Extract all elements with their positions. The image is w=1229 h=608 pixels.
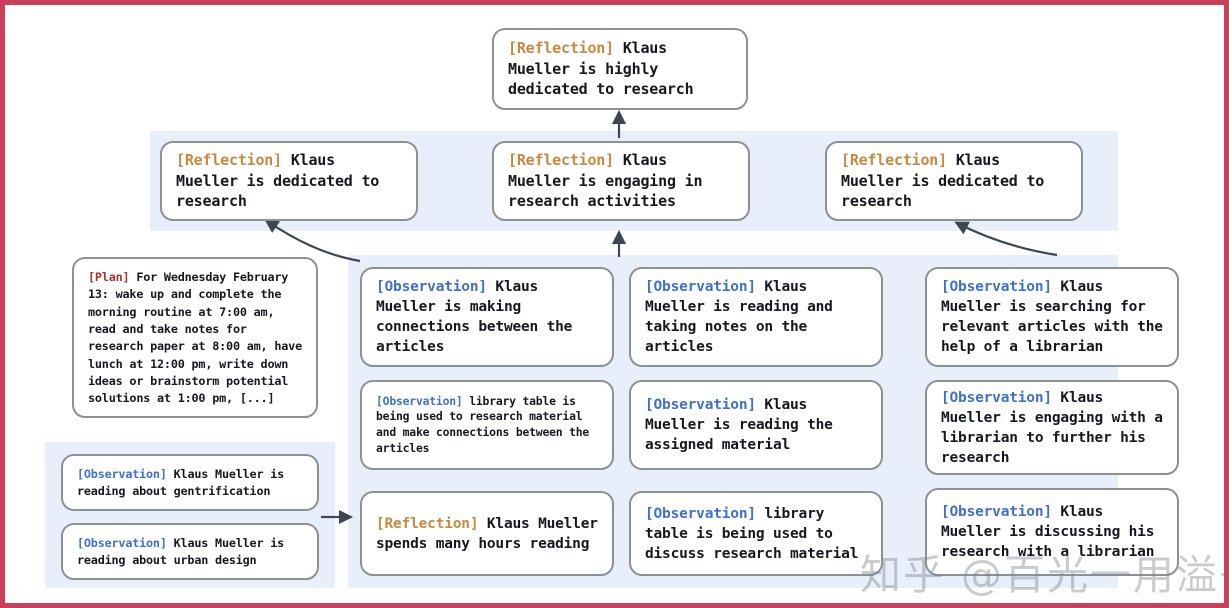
tag-observation: [Observation] [941,389,1052,406]
tag-plan: [Plan] [88,270,130,284]
node-body: For Wednesday February 13: wake up and c… [88,270,309,406]
node-body: Klaus Mueller is searching for relevant … [941,279,1172,355]
node-col-c-3[interactable]: [Observation] Klaus Mueller is discussin… [925,488,1179,576]
node-text: [Observation] Klaus Mueller is discussin… [941,502,1163,562]
node-body: Klaus Mueller is highly dedicated to res… [508,38,694,99]
tag-observation: [Observation] [941,279,1052,295]
watermark: 知乎 @百光一用溢书生 [860,551,1224,599]
node-body: Klaus Mueller is reading the assigned ma… [645,397,842,453]
tag-reflection: [Reflection] [508,150,614,169]
tag-reflection: [Reflection] [508,38,614,57]
tag-observation: [Observation] [376,393,463,408]
node-body: Klaus Mueller is making connections betw… [376,279,581,355]
node-text: [Observation] Klaus Mueller is reading t… [645,395,867,455]
node-body: Klaus Mueller is dedicated to research [176,150,388,211]
node-body: Klaus Mueller is reading and taking note… [645,279,842,355]
tag-observation: [Observation] [645,505,756,522]
node-text: [Reflection] Klaus Mueller is highly ded… [508,38,732,100]
node-body: Klaus Mueller is engaging with a librari… [941,389,1172,466]
tag-observation: [Observation] [77,536,167,551]
node-col-c-1[interactable]: [Observation] Klaus Mueller is searching… [925,267,1179,367]
node-left-observation-2[interactable]: [Observation] Klaus Mueller is reading a… [61,523,319,580]
tag-observation: [Observation] [941,504,1052,520]
node-body: Klaus Mueller is discussing his research… [941,504,1163,560]
node-text: [Observation] Klaus Mueller is engaging … [941,388,1163,468]
node-body: Klaus Mueller is reading about gentrific… [77,467,291,498]
node-text: [Reflection] Klaus Mueller is dedicated … [176,150,402,212]
node-body: Klaus Mueller is engaging in research ac… [508,150,712,211]
node-plan[interactable]: [Plan] For Wednesday February 13: wake u… [72,257,318,418]
node-root-reflection[interactable]: [Reflection] Klaus Mueller is highly ded… [492,28,748,110]
node-text: [Plan] For Wednesday February 13: wake u… [88,269,302,408]
node-left-observation-1[interactable]: [Observation] Klaus Mueller is reading a… [61,454,319,511]
node-text: [Observation] library table is being use… [645,504,867,564]
node-text: [Observation] Klaus Mueller is reading a… [77,466,303,499]
node-text: [Observation] library table is being use… [376,394,598,457]
tag-observation: [Observation] [77,467,167,482]
tag-reflection: [Reflection] [841,150,947,169]
node-reflection-3[interactable]: [Reflection] Klaus Mueller is dedicated … [825,141,1083,221]
node-text: [Reflection] Klaus Mueller spends many h… [376,514,598,554]
node-col-a-1[interactable]: [Observation] Klaus Mueller is making co… [360,267,614,367]
tag-observation: [Observation] [645,397,756,413]
node-col-a-2[interactable]: [Observation] library table is being use… [360,380,614,470]
node-col-b-1[interactable]: [Observation] Klaus Mueller is reading a… [629,267,883,367]
node-col-b-3[interactable]: [Observation] library table is being use… [629,491,883,576]
node-text: [Reflection] Klaus Mueller is dedicated … [841,150,1067,212]
node-body: library table is being used to discuss r… [645,505,859,562]
node-text: [Observation] Klaus Mueller is making co… [376,277,598,357]
node-body: Klaus Mueller is reading about urban des… [77,536,291,567]
node-reflection-1[interactable]: [Reflection] Klaus Mueller is dedicated … [160,141,418,221]
tag-observation: [Observation] [645,279,756,295]
node-body: Klaus Mueller is dedicated to research [841,150,1053,211]
tag-reflection: [Reflection] [376,515,479,532]
node-text: [Observation] Klaus Mueller is searching… [941,277,1163,357]
node-body: library table is being used to research … [376,393,596,455]
node-text: [Observation] Klaus Mueller is reading a… [77,535,303,568]
node-text: [Observation] Klaus Mueller is reading a… [645,277,867,357]
node-text: [Reflection] Klaus Mueller is engaging i… [508,150,734,212]
tag-reflection: [Reflection] [176,150,282,169]
node-body: Klaus Mueller spends many hours reading [376,515,607,552]
node-reflection-2[interactable]: [Reflection] Klaus Mueller is engaging i… [492,141,750,221]
node-col-b-2[interactable]: [Observation] Klaus Mueller is reading t… [629,380,883,470]
node-col-a-3[interactable]: [Reflection] Klaus Mueller spends many h… [360,491,614,576]
node-col-c-2[interactable]: [Observation] Klaus Mueller is engaging … [925,380,1179,475]
tag-observation: [Observation] [376,279,487,295]
